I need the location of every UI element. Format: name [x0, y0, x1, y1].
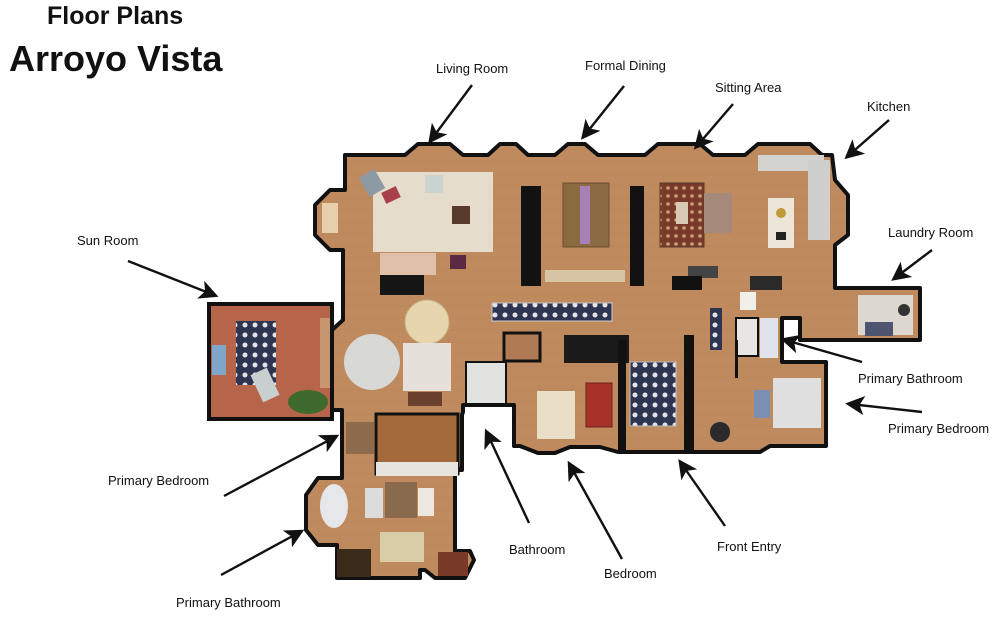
property-title: Arroyo Vista [9, 38, 223, 79]
arrow-primary-bedroom-right-icon [845, 396, 923, 416]
front-entry-area [684, 335, 730, 450]
sitting-area-area [659, 182, 732, 248]
primary-bedroom-right-area [754, 378, 821, 428]
arrow-sitting-area-icon [693, 103, 734, 150]
label-bedroom: Bedroom [604, 566, 657, 581]
laundry-room-area [858, 295, 913, 336]
label-kitchen: Kitchen [867, 99, 911, 114]
arrow-living-room-icon [428, 84, 473, 144]
primary-suite-left [320, 412, 468, 577]
arrow-primary-bathroom-left-icon [220, 529, 305, 577]
label-formal-dining: Formal Dining [585, 58, 666, 73]
label-sun-room: Sun Room [77, 233, 139, 248]
callout-arrows [127, 84, 933, 577]
bedroom-area [537, 340, 677, 450]
arrow-kitchen-icon [844, 119, 890, 160]
label-primary-bedroom-left: Primary Bedroom [108, 473, 210, 488]
arrow-front-entry-icon [678, 459, 726, 527]
formal-dining-area [521, 182, 644, 286]
family-area [344, 299, 451, 406]
arrow-sun-room-icon [127, 259, 219, 299]
label-front-entry: Front Entry [717, 539, 782, 554]
arrow-primary-bathroom-right-icon [780, 334, 863, 364]
arrow-bathroom-icon [484, 428, 531, 524]
arrow-bedroom-icon [567, 460, 624, 560]
label-bathroom: Bathroom [509, 542, 566, 557]
bathroom-area [465, 331, 542, 405]
label-primary-bedroom-right: Primary Bedroom [888, 421, 990, 436]
floor-plans-subtitle: Floor Plans [47, 2, 184, 30]
kitchen-area [688, 155, 830, 290]
arrow-laundry-room-icon [891, 249, 933, 281]
living-room-area [322, 168, 493, 295]
label-primary-bathroom-right: Primary Bathroom [858, 371, 963, 386]
arrow-formal-dining-icon [581, 85, 625, 140]
sun-room-area [207, 302, 334, 421]
hallway [491, 276, 722, 363]
primary-bathroom-right-area [735, 292, 778, 378]
label-laundry-room: Laundry Room [888, 225, 974, 240]
arrow-primary-bedroom-left-icon [223, 434, 340, 498]
label-sitting-area: Sitting Area [715, 80, 782, 95]
label-living-room: Living Room [436, 61, 509, 76]
label-primary-bathroom-left: Primary Bathroom [176, 595, 281, 610]
